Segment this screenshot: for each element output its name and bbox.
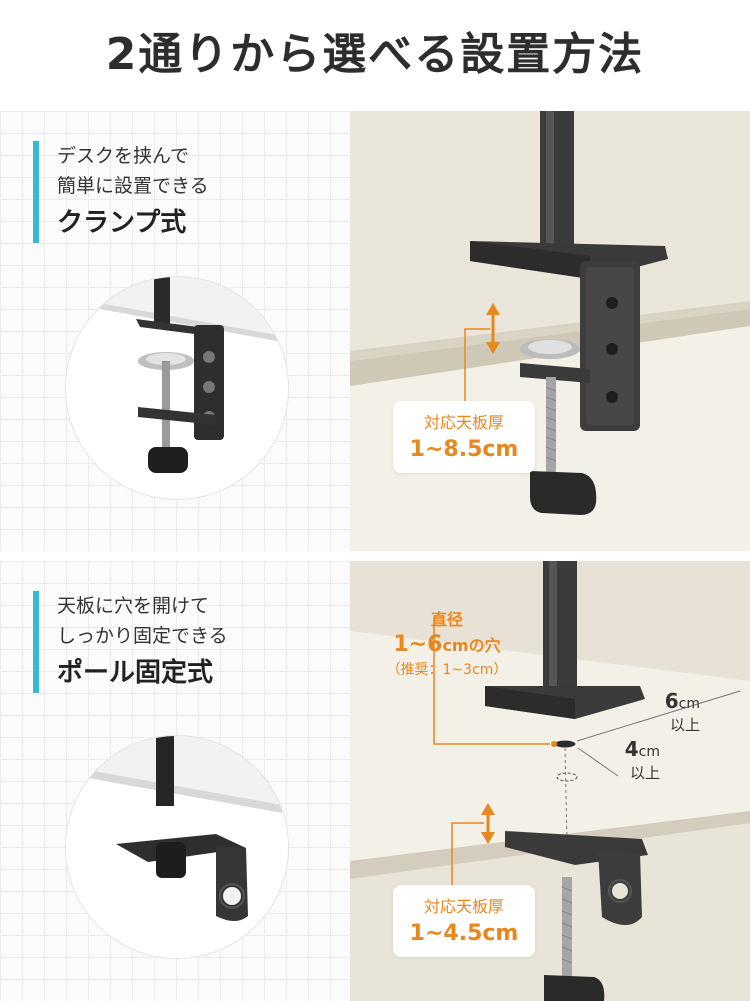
clamp-thickness-label: 対応天板厚 [423, 413, 504, 432]
pole-method-name: ポール固定式 [57, 658, 214, 688]
pole-description: 天板に穴を開けて しっかり固定できる ポール固定式 [33, 591, 228, 693]
clamp-description: デスクを挟んで 簡単に設置できる クランプ式 [33, 141, 209, 243]
clamp-section: デスクを挟んで 簡単に設置できる クランプ式 [0, 111, 750, 551]
pole-closeup-image [66, 736, 288, 958]
dim1-value: 6 [664, 689, 679, 713]
hole-title: 直径 [430, 610, 463, 629]
clamp-install-image [350, 111, 750, 551]
clamp-method-name: クランプ式 [57, 208, 187, 238]
dim1-sub: 以上 [669, 716, 700, 734]
hole-value: 1~6 [393, 632, 443, 657]
hole-size: 1~6cmの穴 [372, 631, 522, 660]
hole-unit: cmの穴 [442, 636, 501, 655]
pole-thickness-value: 1~4.5cm [409, 921, 519, 946]
pole-desc-line2: しっかり固定できる [57, 625, 228, 647]
dim2-value: 4 [624, 737, 639, 761]
clamp-thickness-value: 1~8.5cm [409, 437, 519, 462]
clamp-thickness-badge: 対応天板厚 1~8.5cm [393, 401, 535, 473]
page-title: 2通りから選べる設置方法 [105, 29, 645, 80]
dim2-sub: 以上 [629, 764, 660, 782]
clearance-6cm: 6cm 以上 [648, 689, 700, 734]
pole-desc-line1: 天板に穴を開けて [57, 595, 210, 617]
pole-section: 天板に穴を開けて しっかり固定できる ポール固定式 [0, 561, 750, 1001]
dim1-unit: cm [678, 696, 700, 712]
clamp-desc-line2: 簡単に設置できる [57, 175, 209, 197]
clamp-desc-line1: デスクを挟んで [57, 145, 190, 167]
dim2-size: 4cm [608, 737, 660, 764]
clearance-4cm: 4cm 以上 [608, 737, 660, 782]
pole-thickness-badge: 対応天板厚 1~4.5cm [393, 885, 535, 957]
dim1-size: 6cm [648, 689, 700, 716]
dim2-unit: cm [638, 744, 660, 760]
pole-thickness-label: 対応天板厚 [423, 897, 504, 916]
hole-diameter-note: 直径 1~6cmの穴 （推奨：1~3cm） [372, 609, 522, 680]
clamp-closeup-image [66, 277, 288, 499]
hole-recommend: （推奨：1~3cm） [386, 662, 508, 678]
